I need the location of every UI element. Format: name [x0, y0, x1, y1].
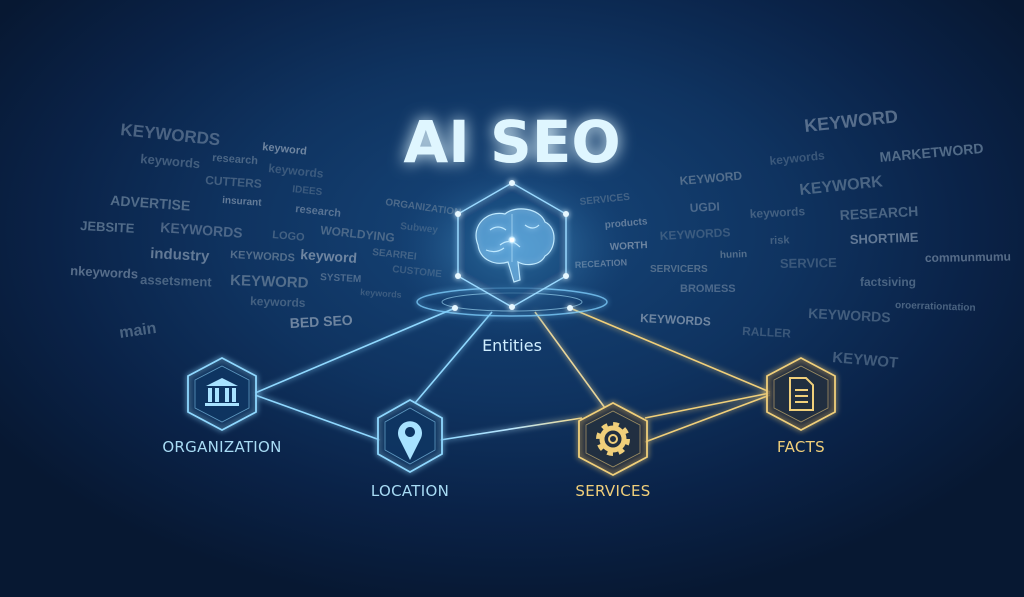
- background-keyword: assetsment: [140, 272, 213, 290]
- background-keyword: RESEARCH: [839, 203, 918, 223]
- line-hub-organization: [254, 307, 456, 394]
- hub-label: Entities: [482, 336, 542, 355]
- node-label-location: LOCATION: [371, 482, 449, 500]
- background-keyword: keywords: [749, 204, 805, 221]
- background-keyword: industry: [150, 245, 211, 265]
- background-keyword: keywords: [250, 294, 306, 310]
- background-keyword: communmumu: [925, 250, 1011, 265]
- map-pin-icon: [398, 421, 422, 460]
- line-services-facts-upper: [644, 392, 771, 419]
- background-keyword: LOGO: [272, 229, 306, 244]
- brain-icon: [475, 208, 555, 283]
- background-keyword: UGDI: [689, 199, 720, 215]
- background-keyword: KEYWORDS: [160, 219, 243, 241]
- background-keyword: insurant: [222, 195, 263, 209]
- background-keyword: SYSTEM: [320, 272, 362, 285]
- line-services-facts-lower: [644, 394, 771, 443]
- background-keyword: keyword: [300, 246, 358, 266]
- background-keyword: WORLDYING: [320, 223, 396, 245]
- line-location-services-upper: [439, 417, 583, 441]
- background-keyword: RALLER: [742, 324, 792, 341]
- bank-building-icon: [205, 378, 239, 406]
- background-keyword: BROMESS: [680, 283, 736, 295]
- background-keyword: nkeywords: [70, 263, 139, 282]
- background-keyword: KEYWORDS: [640, 311, 711, 329]
- background-keyword: factsiving: [860, 275, 916, 289]
- background-keyword: research: [212, 152, 259, 167]
- background-keyword: KEYWOT: [832, 349, 899, 372]
- background-keyword: keyword: [262, 141, 308, 158]
- background-keyword: keywords: [769, 148, 826, 168]
- background-keyword: KEYWORDS: [808, 305, 891, 325]
- background-keyword: hunin: [720, 249, 748, 261]
- node-facts: FACTS: [766, 356, 836, 456]
- entities-hub: [392, 160, 632, 340]
- node-label-facts: FACTS: [777, 438, 825, 456]
- background-keyword: KEYWORDS: [230, 249, 295, 264]
- background-keyword: JEBSITE: [80, 218, 135, 236]
- background-keyword: keywords: [360, 287, 402, 300]
- node-services: SERVICES: [575, 401, 650, 500]
- line-organization-location: [254, 394, 381, 441]
- background-keyword: SERVICE: [780, 255, 837, 271]
- background-keyword: KEYWORD: [679, 169, 743, 188]
- background-keyword: IDEES: [292, 184, 323, 198]
- hub-vertex-dots: [452, 180, 573, 311]
- background-keyword: keywords: [268, 161, 325, 181]
- background-keyword: KEYWORDS: [659, 225, 730, 243]
- node-organization: ORGANIZATION: [162, 356, 281, 456]
- background-keyword: ADVERTISE: [110, 192, 191, 214]
- background-keyword: risk: [770, 234, 791, 247]
- background-keyword: KEYWORD: [803, 106, 899, 136]
- gear-icon: [596, 422, 630, 456]
- background-keyword: SERVICERS: [650, 264, 708, 275]
- node-label-services: SERVICES: [575, 482, 650, 500]
- background-keyword: KEYWORDS: [120, 120, 222, 149]
- document-icon: [789, 377, 814, 411]
- background-keyword: research: [295, 203, 342, 220]
- background-keyword: SHORTIME: [850, 230, 919, 247]
- background-keyword: oroerrationtation: [895, 300, 976, 314]
- background-keyword: KEYWORD: [230, 272, 309, 292]
- background-keyword: CUTTERS: [205, 173, 263, 191]
- node-label-organization: ORGANIZATION: [162, 438, 281, 456]
- node-location: LOCATION: [371, 398, 449, 500]
- background-keyword: BED SEO: [289, 312, 353, 331]
- line-hub-facts: [569, 307, 771, 393]
- page-title: AI SEO: [403, 108, 620, 176]
- background-keyword: keywords: [140, 151, 201, 171]
- background-keyword: main: [118, 320, 157, 342]
- background-keyword: KEYWORK: [799, 173, 884, 199]
- background-keyword: MARKETWORD: [879, 140, 984, 165]
